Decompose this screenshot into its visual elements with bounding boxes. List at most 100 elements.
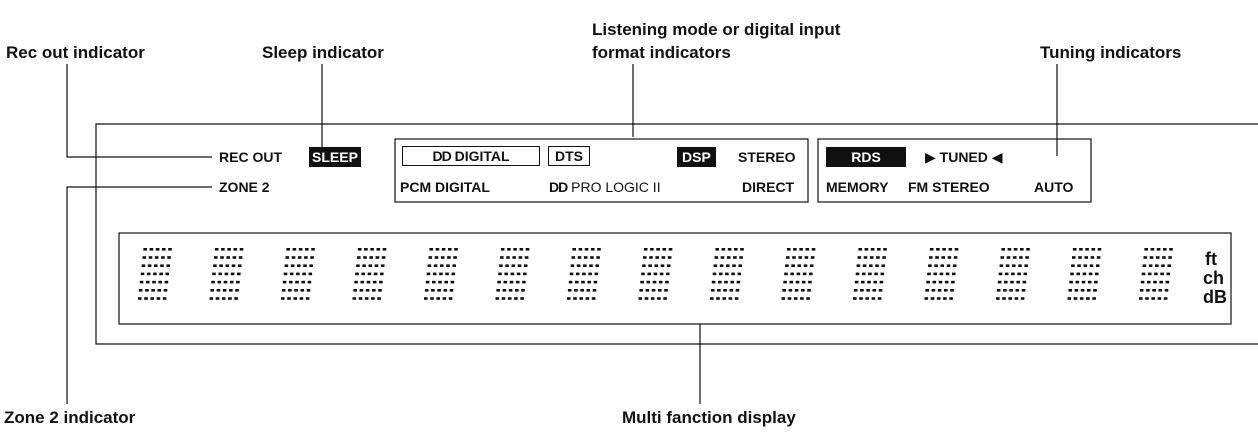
matrix-dot [662,248,667,251]
matrix-dot [738,264,742,267]
matrix-dot [372,280,377,284]
matrix-dot [1012,264,1016,267]
matrix-dot [1080,289,1085,292]
matrix-dot [587,280,591,284]
matrix-dot [228,297,232,300]
matrix-dot [579,297,583,300]
matrix-dot [1143,256,1148,259]
dot-matrix-digit [638,248,673,300]
matrix-dot [211,280,215,284]
matrix-dot [808,280,812,284]
matrix-dot [805,248,810,251]
matrix-dot [140,272,145,276]
matrix-dot [875,264,879,267]
matrix-dot [797,264,802,267]
matrix-dot [373,272,378,276]
matrix-dot [1087,280,1092,284]
matrix-dot [717,289,721,292]
matrix-dot [1086,297,1090,300]
matrix-dot [1165,280,1170,284]
matrix-dot [142,256,147,259]
matrix-dot [1088,272,1093,276]
matrix-dot [996,289,1001,292]
matrix-dot [141,264,146,267]
matrix-dot [1073,297,1078,300]
matrix-dot [643,248,648,251]
zone2-callout: Zone 2 indicator [4,408,136,427]
matrix-dot [505,264,509,267]
matrix-dot [440,256,445,259]
matrix-dot [727,248,732,251]
matrix-dot [856,264,861,267]
matrix-dot [282,280,287,284]
matrix-dot [794,289,799,292]
matrix-dot [1149,256,1154,259]
matrix-dot [364,248,368,251]
matrix-dot [504,272,508,276]
matrix-dot [299,297,304,300]
matrix-dot [591,297,596,300]
matrix-dot [522,280,526,284]
matrix-dot [734,248,738,251]
matrix-dot [665,280,669,284]
matrix-dot [453,256,457,259]
matrix-dot [1157,297,1162,300]
dolby-logo-icon: DD [549,179,568,195]
matrix-dot [296,272,300,276]
matrix-dot [936,248,940,251]
matrix-dot [153,272,157,276]
matrix-dot [640,280,644,284]
matrix-dot [364,297,369,300]
matrix-dot [297,256,302,259]
matrix-dot [439,272,443,276]
matrix-dot [367,272,372,276]
matrix-dot [305,248,309,251]
matrix-dot [515,289,519,292]
matrix-dot [740,248,744,251]
matrix-dot [297,264,301,267]
matrix-dot [162,248,166,251]
matrix-dot [595,264,599,267]
matrix-dot [1168,256,1172,259]
matrix-dot [221,248,225,251]
listening-callout-line1: Listening mode or digital input [592,20,841,39]
matrix-dot [869,264,873,267]
matrix-dot [514,297,518,300]
rec-out-leader [66,64,212,158]
matrix-dot [236,280,240,284]
matrix-dot [732,264,736,267]
matrix-dot [581,280,585,284]
matrix-dot [712,272,717,276]
matrix-dot [1079,297,1084,300]
matrix-dot [667,256,672,259]
matrix-dot [568,280,573,284]
matrix-dot [361,272,365,276]
matrix-dot [654,264,659,267]
dot-matrix-digit [567,248,601,300]
matrix-dot [452,264,456,267]
matrix-dot [666,264,671,267]
matrix-dot [376,248,381,251]
matrix-dot [292,248,297,251]
matrix-dot [217,280,222,284]
matrix-dot [575,280,579,284]
matrix-dot [209,297,214,300]
matrix-dot [939,272,944,276]
matrix-dot [719,264,724,267]
multi-callout: Multi fanction display [622,408,796,427]
fm-stereo-indicator: FM STEREO [908,179,990,195]
matrix-dot [506,256,510,259]
matrix-dot [723,289,727,292]
dot-matrix-digit [853,248,887,300]
zone2-leader [66,186,212,404]
matrix-dot [924,297,929,300]
matrix-dot [138,297,142,300]
matrix-dot [1155,264,1159,267]
matrix-dot [735,289,740,292]
memory-indicator: MEMORY [826,179,889,195]
matrix-dot [593,280,598,284]
matrix-dot [432,280,436,284]
matrix-dot [1026,248,1030,251]
matrix-dot [880,272,885,276]
matrix-dot [736,280,741,284]
